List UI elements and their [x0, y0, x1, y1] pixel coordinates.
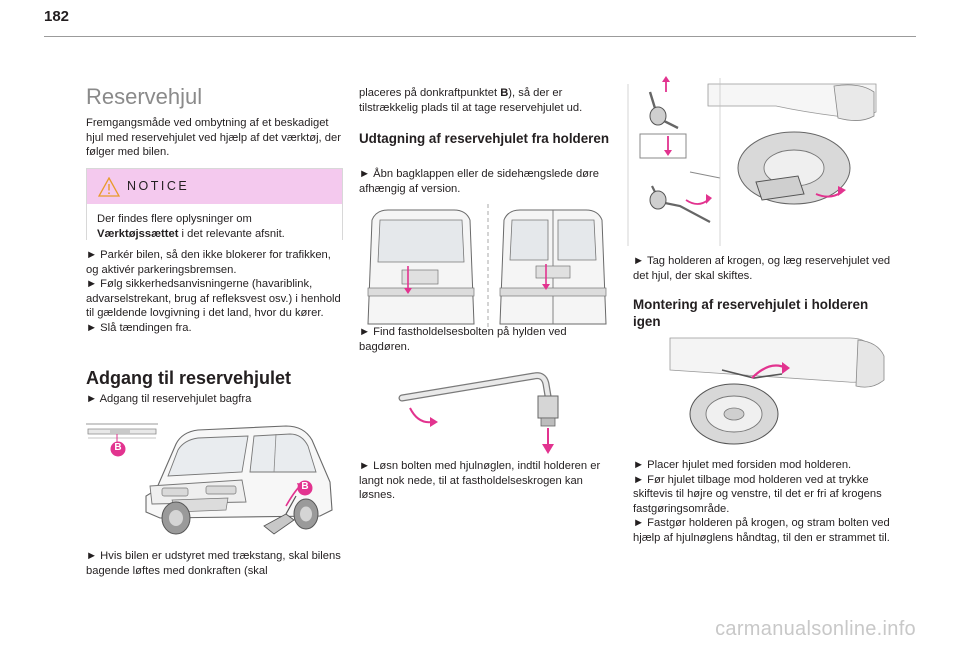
notice-text-bold: Værktøjssættet [97, 227, 179, 240]
removal-step-3: ► Løsn bolten med hjulnøglen, indtil hol… [359, 460, 601, 502]
watermark: carmanualsonline.info [715, 618, 916, 640]
notice-text-pre: Der findes flere oplysninger om [97, 213, 252, 225]
notice-text: Der findes flere oplysninger om Værktøjs… [87, 204, 342, 250]
removal-step-1: ► Åbn bagklappen eller de sidehængslede … [359, 168, 599, 195]
spare-wheel-illustration [669, 337, 885, 445]
step-item: ► Fastgør holderen på krogen, og stram b… [633, 517, 890, 544]
access-heading: Adgang til reservehjulet [86, 368, 292, 388]
notice-header: NOTICE [87, 169, 342, 204]
steps-list: ► Parkér bilen, så den ikke blokerer for… [86, 248, 344, 336]
rear-doors-illustration [367, 204, 607, 328]
removal-step-2: ► Find fastholdelsesbolten på hylden ved… [359, 326, 567, 353]
wheel-wrench-illustration [398, 372, 559, 454]
continued-text-post: ), så der er tilstrækkelig plads til at … [359, 87, 583, 114]
van-front-illustration [145, 425, 333, 535]
bumper-detail-illustration [86, 423, 158, 442]
section-title: Reservehjul [86, 84, 203, 109]
step-item: ► Placer hjulet med forsiden mod holdere… [633, 459, 852, 471]
removal-heading: Udtagning af reservehjulet fra holderen [359, 131, 610, 146]
step-item: ► Slå tændingen fra. [86, 321, 192, 334]
tow-text: ► Hvis bilen er udstyret med trækstang, … [86, 550, 341, 577]
marker-b-label: B [114, 442, 122, 453]
step-item: ► Følg sikkerhedsanvisningerne (havaribl… [86, 278, 341, 320]
step-item: ► Før hjulet tilbage mod holderen ved at… [633, 473, 882, 515]
intro-text: Fremgangsmåde ved ombytning af et beskad… [86, 117, 341, 159]
marker-b-label: B [301, 481, 309, 492]
continued-text-pre: placeres på donkraftpunktet [359, 87, 501, 99]
access-step: ► Adgang til reservehjulet bagfra [86, 393, 252, 405]
marker-b-icon [110, 441, 126, 457]
top-rule [44, 36, 916, 37]
notice-label: NOTICE [127, 179, 190, 193]
notice-text-post: i det relevante afsnit. [178, 227, 285, 240]
marker-b-icon [297, 480, 313, 496]
step-item: ► Parkér bilen, så den ikke blokerer for… [86, 249, 331, 276]
notice-box: NOTICE Der findes flere oplysninger om V… [86, 168, 343, 250]
removal-step-4: ► Tag holderen af krogen, og læg reserve… [633, 255, 891, 282]
refit-heading: Montering af reservehjulet i holderen ig… [633, 297, 869, 329]
hook-holder-illustration [627, 76, 877, 246]
page-number: 182 [44, 8, 70, 25]
continued-text: placeres på donkraftpunktet B), så der e… [359, 86, 617, 115]
refit-steps: ► Placer hjulet med forsiden mod holdere… [633, 458, 891, 546]
warning-icon [98, 177, 120, 197]
continued-text-bold: B [500, 87, 509, 99]
